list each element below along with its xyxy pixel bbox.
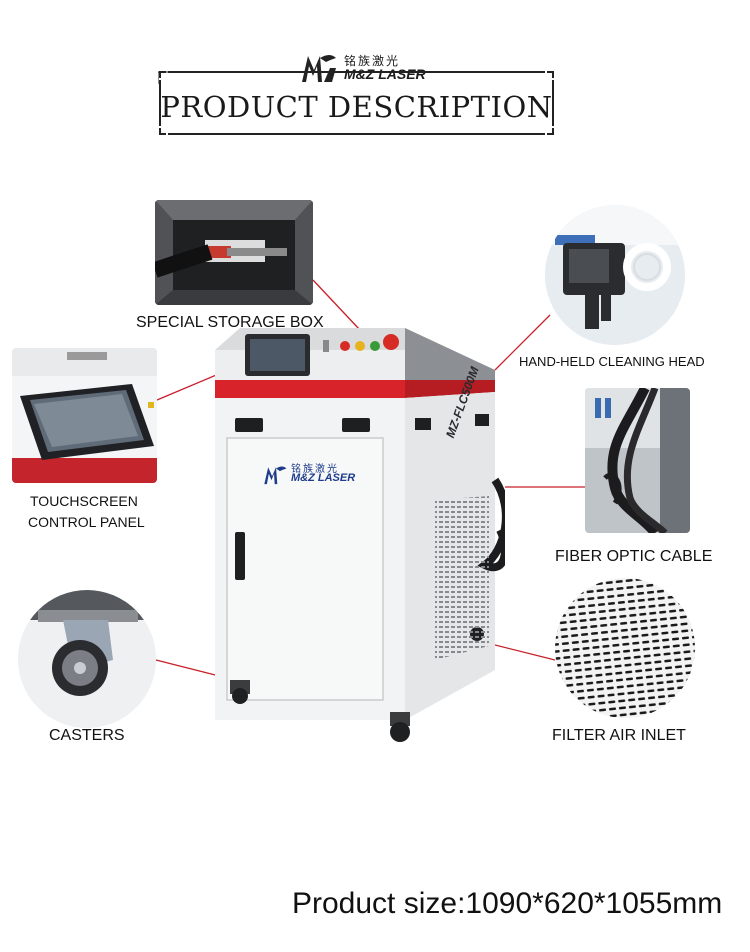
brand-logo: 铭族激光 M&Z LASER	[300, 50, 430, 84]
title-frame: PRODUCT DESCRIPTION	[158, 70, 555, 136]
title-border	[158, 71, 554, 135]
door-brand-cn: 铭族激光	[291, 464, 339, 475]
filter-inlet-photo	[555, 578, 695, 718]
fiber-cable-photo	[585, 388, 690, 533]
door-logo-icon	[264, 466, 287, 485]
laser-cleaning-machine: 铭族激光 M&Z LASER MZ-FLC500M	[205, 320, 505, 750]
storage-box-photo	[155, 200, 313, 305]
label-filter-inlet: FILTER AIR INLET	[552, 727, 686, 744]
label-fiber-cable: FIBER OPTIC CABLE	[555, 548, 713, 565]
door-brand: 铭族激光 M&Z LASER	[263, 460, 373, 490]
side-vent-grille	[435, 496, 489, 660]
brand-cn: 铭族激光	[344, 54, 401, 68]
brand-en: M&Z LASER	[344, 66, 426, 82]
label-storage-box: SPECIAL STORAGE BOX	[136, 314, 324, 331]
door-brand-en: M&Z LASER	[291, 472, 356, 484]
touchscreen-photo	[12, 348, 157, 483]
product-size: Product size:1090*620*1055mm	[292, 887, 723, 920]
cleaning-head-photo	[545, 205, 685, 345]
caster-photo	[18, 590, 156, 728]
label-casters: CASTERS	[49, 727, 125, 744]
label-touchscreen-2: CONTROL PANEL	[28, 514, 145, 530]
page-title: PRODUCT DESCRIPTION	[160, 90, 553, 124]
label-touchscreen-1: TOUCHSCREEN	[30, 493, 138, 509]
dragon-logo-icon	[302, 55, 336, 82]
label-cleaning-head: HAND-HELD CLEANING HEAD	[519, 354, 705, 369]
